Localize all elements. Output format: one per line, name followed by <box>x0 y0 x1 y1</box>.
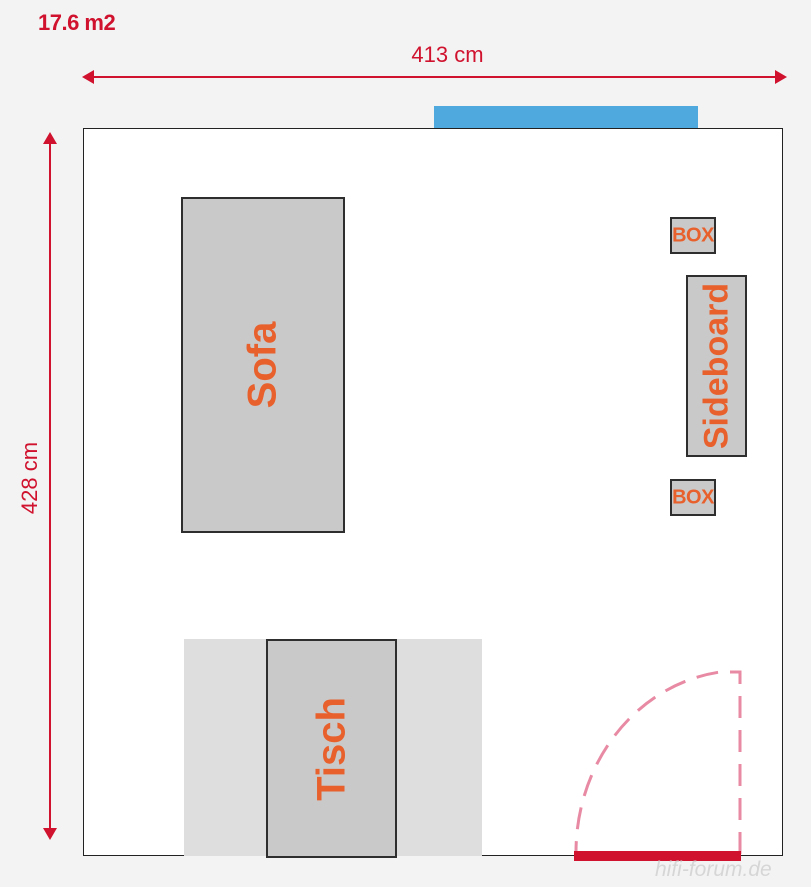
sideboard: Sideboard <box>686 275 747 457</box>
arrow-left-icon <box>82 70 94 84</box>
width-dimension-label: 413 cm <box>411 42 484 67</box>
room-area-label: 17.6 m2 <box>38 10 116 35</box>
box-top: BOX <box>670 217 716 254</box>
box-bottom: BOX <box>670 479 716 516</box>
door <box>574 851 741 861</box>
box-bottom-label: BOX <box>672 486 714 508</box>
window <box>434 106 698 128</box>
height-dimension-arrow <box>39 132 61 840</box>
arrow-up-icon <box>43 132 57 144</box>
box-top-label: BOX <box>672 224 714 246</box>
sofa-label: Sofa <box>240 321 285 409</box>
width-dimension-arrow <box>82 66 787 88</box>
sofa: Sofa <box>181 197 345 533</box>
door-swing-arc <box>574 670 742 855</box>
sideboard-label: Sideboard <box>697 282 735 450</box>
arrow-down-icon <box>43 828 57 840</box>
table: Tisch <box>266 639 397 858</box>
table-label: Tisch <box>309 696 353 801</box>
arrow-right-icon <box>775 70 787 84</box>
height-dimension-label: 428 cm <box>17 441 42 515</box>
watermark: hifi-forum.de <box>655 858 772 881</box>
